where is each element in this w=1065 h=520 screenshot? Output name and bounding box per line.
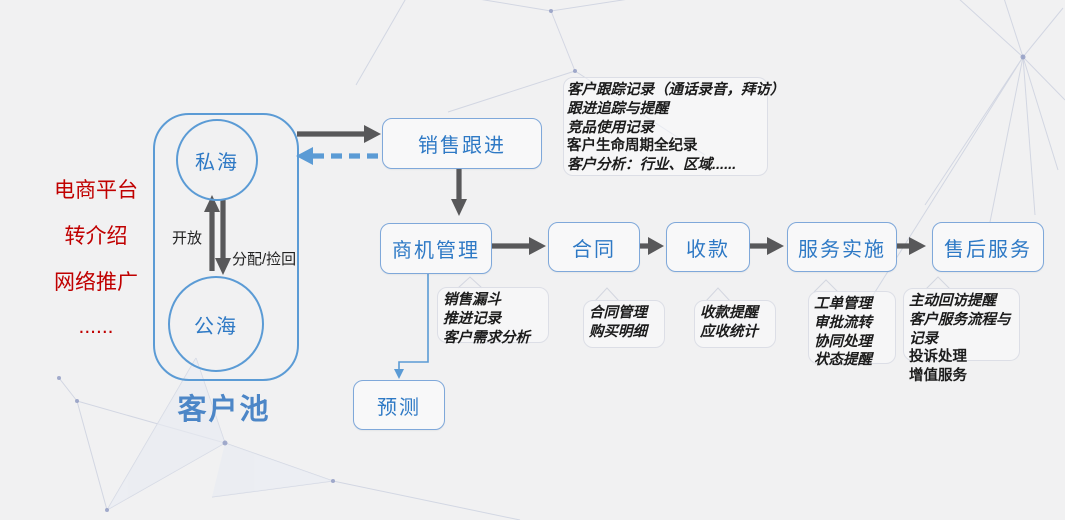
connector-opportunity-to-forecast xyxy=(398,272,429,371)
note-line: 销售漏斗 xyxy=(443,292,501,308)
service-implementation-box: 服务实施 xyxy=(787,222,897,272)
lead-source-item: 网络推广 xyxy=(54,271,138,294)
private-sea-circle: 私海 xyxy=(176,119,258,201)
note-line: 审批流转 xyxy=(814,314,872,331)
contract-box: 合同 xyxy=(548,222,640,272)
note-line: 状态提醒 xyxy=(814,352,872,369)
payment-notes-bubble xyxy=(694,300,776,348)
note-line: 增值服务 xyxy=(909,368,967,385)
lead-source-item: 转介绍 xyxy=(64,225,128,248)
note-line: 客户跟踪记录（通话录音，拜访） xyxy=(567,82,785,98)
contract-notes-bubble xyxy=(583,300,665,348)
customer-pool-container xyxy=(153,113,299,381)
note-line: 购买明细 xyxy=(589,323,647,340)
note-line: 投诉处理 xyxy=(909,349,967,366)
customer-pool-title: 客户池 xyxy=(177,394,271,426)
service-notes-bubble xyxy=(808,291,896,364)
lead-source-item: 电商平台 xyxy=(54,179,138,202)
public-sea-circle: 公海 xyxy=(168,276,264,372)
sales-follow-up-box: 销售跟进 xyxy=(382,118,542,169)
after-sales-service-box: 售后服务 xyxy=(932,222,1044,272)
note-line: 竞品使用记录 xyxy=(567,119,654,136)
open-arrow-label: 开放 xyxy=(172,230,203,247)
sales-notes-list: 客户跟踪记录（通话录音，拜访） 跟进追踪与提醒 竞品使用记录 客户生命周期全纪录… xyxy=(567,81,785,175)
assign-reclaim-arrow-label: 分配/捡回 xyxy=(232,251,297,268)
note-line: 应收统计 xyxy=(700,323,758,340)
note-line: 协同处理 xyxy=(814,333,872,350)
note-line: 收款提醒 xyxy=(700,305,758,321)
opportunity-notes-list: 销售漏斗 推进记录 客户需求分析 xyxy=(443,291,530,347)
note-line: 推进记录 xyxy=(443,310,501,327)
contract-notes-list: 合同管理 购买明细 xyxy=(589,304,647,342)
payment-notes-list: 收款提醒 应收统计 xyxy=(700,304,758,342)
payment-collection-box: 收款 xyxy=(666,222,750,272)
opportunity-management-box: 商机管理 xyxy=(380,223,492,274)
lead-source-list: 电商平台 转介绍 网络推广 ...... xyxy=(26,166,166,350)
note-line: 客户分析：行业、区域...... xyxy=(567,157,737,174)
note-line: 客户需求分析 xyxy=(443,329,530,346)
note-line: 合同管理 xyxy=(589,305,647,321)
opportunity-notes-bubble xyxy=(437,287,549,343)
service-notes-list: 工单管理 审批流转 协同处理 状态提醒 xyxy=(814,295,872,370)
lead-source-item: ...... xyxy=(78,315,114,338)
forecast-box: 预测 xyxy=(353,380,445,430)
note-line: 工单管理 xyxy=(814,296,872,312)
aftersales-notes-list: 主动回访提醒 客户服务流程与 记录 投诉处理 增值服务 xyxy=(909,292,1011,386)
note-line: 主动回访提醒 xyxy=(909,293,996,309)
note-line: 客户服务流程与 xyxy=(909,311,1011,328)
note-line: 记录 xyxy=(909,330,938,347)
note-line: 客户生命周期全纪录 xyxy=(567,138,698,155)
note-line: 跟进追踪与提醒 xyxy=(567,100,669,117)
